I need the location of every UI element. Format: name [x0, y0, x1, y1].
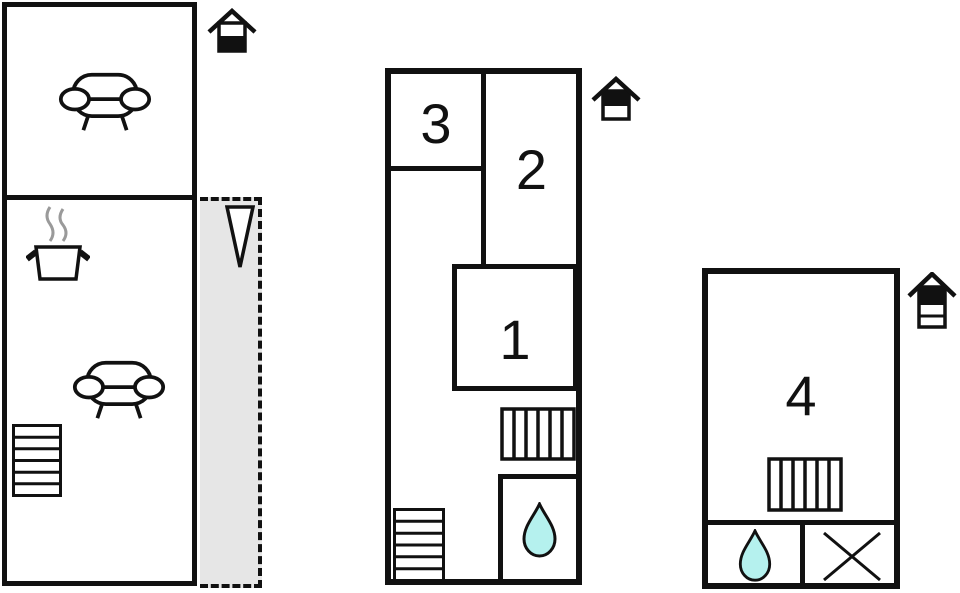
- room-1-outline: [452, 264, 578, 391]
- ground-floor-divider-wall: [2, 195, 197, 200]
- room-divider-wall: [385, 166, 485, 171]
- sofa-icon: [72, 358, 166, 422]
- entrance-triangle-icon: [225, 205, 255, 271]
- sofa-icon: [58, 70, 152, 134]
- radiator-icon: [767, 457, 843, 512]
- room-label: 1: [499, 308, 531, 371]
- stove-pot-icon: [26, 205, 90, 281]
- room-label: 2: [515, 138, 548, 201]
- room-label: 4: [785, 364, 817, 427]
- house-ground-level-icon: [206, 8, 258, 56]
- house-upper-level-icon: [590, 76, 642, 124]
- staircase-icon: [393, 508, 445, 582]
- bathroom-wall: [498, 474, 503, 585]
- bathroom-wall: [498, 474, 582, 479]
- cross-icon: [820, 529, 884, 584]
- house-top-level-icon: [906, 272, 958, 334]
- radiator-icon: [500, 407, 576, 461]
- staircase-icon: [12, 424, 62, 497]
- shower-drop-icon: [521, 502, 558, 560]
- room-label: 3: [420, 92, 452, 155]
- shower-drop-icon: [737, 529, 773, 584]
- bottom-row-divider-wall: [800, 520, 805, 589]
- terrace-area: [200, 197, 262, 588]
